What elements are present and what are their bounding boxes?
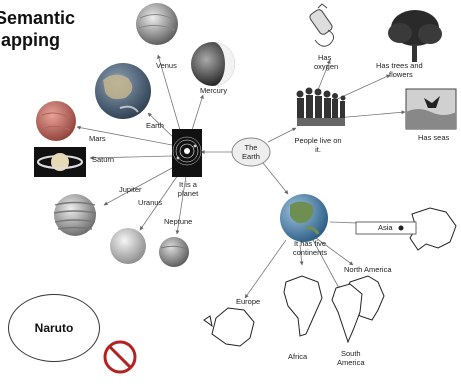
center-label-line1: The [245, 143, 258, 152]
europe-label: Europe [236, 297, 260, 306]
asia-map-icon [409, 207, 457, 251]
neptune-label: Neptune [164, 217, 192, 226]
people-group-icon [296, 87, 346, 126]
sea-whale-icon [405, 88, 457, 130]
africa-map-icon [283, 275, 323, 337]
asia-label-box: Asia [355, 221, 417, 235]
trees-label-line1: Has trees and [376, 61, 423, 70]
map-title-line2: Mapping [0, 30, 60, 50]
jupiter-label: Jupiter [119, 185, 142, 194]
earth-planet [95, 63, 151, 119]
africa-label: Africa [288, 352, 308, 361]
north-america-label: North America [344, 265, 392, 274]
people-hub-label-line2: it. [315, 145, 321, 154]
seas-label: Has seas [418, 133, 450, 142]
connectors [76, 54, 411, 299]
planet-hub-label-line2: planet [178, 189, 199, 198]
center-node: The Earth [231, 137, 271, 167]
solar-system-icon [172, 129, 202, 177]
mars-planet [36, 101, 76, 141]
europe-map-icon [203, 307, 255, 347]
mercury-label: Mercury [200, 86, 227, 95]
map-title-line1: Semantic [0, 8, 76, 28]
saturn-planet [34, 147, 86, 177]
center-label-line2: Earth [242, 152, 260, 161]
jupiter-planet [53, 194, 97, 236]
asia-label: Asia [378, 223, 393, 232]
oxygen-tank-icon [309, 3, 334, 47]
naruto-callout: Naruto [8, 294, 100, 362]
south-america-label-line2: America [337, 358, 365, 367]
prohibited-icon [103, 340, 137, 374]
uranus-label: Uranus [138, 198, 162, 207]
oxygen-label-line2: oxygen [314, 62, 338, 71]
continents-hub-label-line1: It has five [294, 239, 326, 248]
neptune-planet [159, 237, 189, 267]
south-america-label-line1: South [341, 349, 361, 358]
tree-icon [388, 10, 442, 62]
people-hub-label-line1: People live on [294, 136, 341, 145]
uranus-planet [110, 228, 146, 264]
mars-label: Mars [89, 134, 106, 143]
earth-label: Earth [146, 121, 164, 130]
globe-icon [280, 194, 328, 242]
continents-hub-label-line2: continents [293, 248, 327, 257]
venus-label: Venus [156, 61, 177, 70]
naruto-label: Naruto [34, 321, 74, 335]
planet-hub-label-line1: It is a [179, 180, 198, 189]
oxygen-label-line1: Has [318, 53, 332, 62]
venus-planet [136, 3, 178, 45]
saturn-label: Saturn [92, 155, 114, 164]
south-america-map-icon [331, 283, 363, 344]
trees-label-line2: flowers [389, 70, 413, 79]
mercury-planet [191, 42, 235, 86]
